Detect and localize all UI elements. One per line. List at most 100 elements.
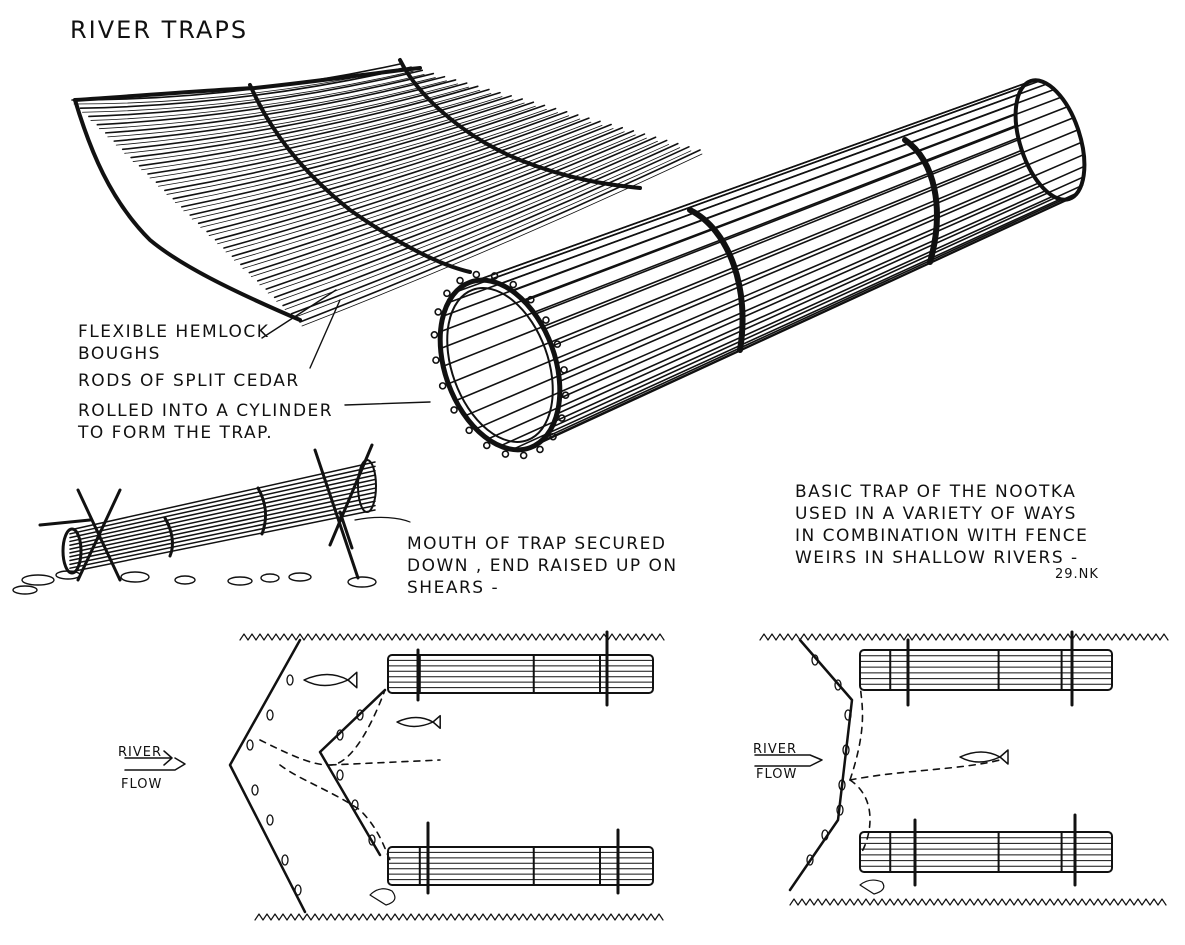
cylinder-rod [498,83,1047,285]
cylinder-rod [551,184,1084,429]
fence-stake [838,779,846,791]
cedar-rod-edge [225,124,603,253]
cylinder-rod [556,141,1083,365]
cedar-rod [164,98,524,192]
fish-path [849,759,1001,781]
cedar-rod [104,75,446,134]
fence-weir [788,638,854,892]
cedar-rod-edge [234,128,614,261]
cedar-rod-edge [267,140,658,294]
fence-stake [336,769,344,781]
fence-stake [294,884,302,896]
cedar-rod-edge [293,150,692,319]
small-trap-rod [69,504,376,569]
small-trap-rod [69,496,376,562]
cedar-rod-edge [259,137,647,286]
rod-end [501,450,510,458]
rod-end [527,295,535,304]
river-flow-label-left-top: RIVER [118,745,163,760]
rod-end [465,426,473,435]
cedar-rod-edge [242,131,625,269]
cylinder-rod [499,194,1056,447]
small-trap-hoop [163,516,174,558]
cedar-rod-edge [284,147,681,310]
weir-trap [387,654,654,694]
cylinder-rod [439,124,1017,350]
cedar-rod [206,114,579,233]
fish [303,671,358,689]
fence-stake [821,829,829,841]
small-trap-rod [69,469,376,539]
fish [396,714,441,730]
cedar-rod [189,107,557,216]
cylinder-rod [558,153,1086,383]
cedar-rod [113,79,457,142]
cedar-rod [265,136,657,290]
cedar-rod [71,63,401,101]
fence-stake [246,739,254,751]
cedar-rod [299,149,701,323]
cylinder-rod [486,80,1040,282]
rod-end [432,356,440,364]
rod-end [450,406,458,414]
cedar-rod [240,126,624,266]
small-trap-rod [69,478,376,547]
cedar-rod [121,82,468,151]
weir-diagram-left [124,630,665,921]
cylinder-rod [511,89,1054,292]
label-rods: RODS OF SPLIT CEDAR [78,371,300,391]
cedar-rod-edge [276,144,670,302]
fence-stake [836,804,844,816]
fence-stake [286,674,294,686]
fish-path [329,759,441,766]
cedar-rod [130,85,479,159]
label-hemlock-line2: BOUGHS [78,344,161,364]
cedar-rod-edge [158,99,514,187]
river-flow-label-left-bottom: FLOW [121,777,163,792]
rod-end [509,280,518,289]
river-flow-label-right-bottom: FLOW [756,767,798,782]
river-stones-small [12,570,377,595]
cedar-rod [214,117,590,241]
cylinder-rod [474,80,1033,282]
weir-trap [859,831,1113,873]
cylinder-rod [543,117,1074,331]
cedar-rod-edge [183,109,547,212]
fence-stake [266,709,274,721]
fence-stake [266,814,274,826]
label-mouth-line3: SHEARS - [407,578,500,598]
cylinder-rod [558,165,1087,400]
fish-path [849,679,864,781]
label-basic-line3: IN COMBINATION WITH FENCE [795,526,1089,546]
cylinder-rod [486,189,1048,440]
fish-path [849,779,871,856]
cylinder-rod [534,106,1068,315]
cedar-rod [172,101,535,200]
fence-stake [806,854,814,866]
fence-stake [336,729,344,741]
cedar-rod [180,104,546,208]
fish [959,749,1009,765]
cedar-rod-edge [301,153,703,327]
fish-path [279,764,391,861]
cedar-rod-edge [115,83,458,146]
cylinder-mouth-ring [437,277,563,453]
cedar-rod-edge [217,121,592,245]
rod-end [482,441,491,450]
riverbank-grass [759,633,1169,641]
cedar-rod [96,72,435,126]
cedar-rod [138,88,490,167]
cedar-rod-edge [250,134,636,278]
cedar-rod-edge [98,77,436,130]
cedar-rod [88,69,424,118]
fence-stake [351,799,359,811]
page-title: RIVER TRAPS [70,16,249,44]
cedar-rod [155,95,512,184]
label-mouth-line2: DOWN , END RAISED UP ON [407,556,678,576]
fence-stake [368,834,376,846]
cylinder-rod [475,181,1041,430]
small-trap-rod [69,487,376,554]
fish-path [259,689,386,766]
rod-end [558,414,566,422]
small-trap-hoop [256,486,267,536]
